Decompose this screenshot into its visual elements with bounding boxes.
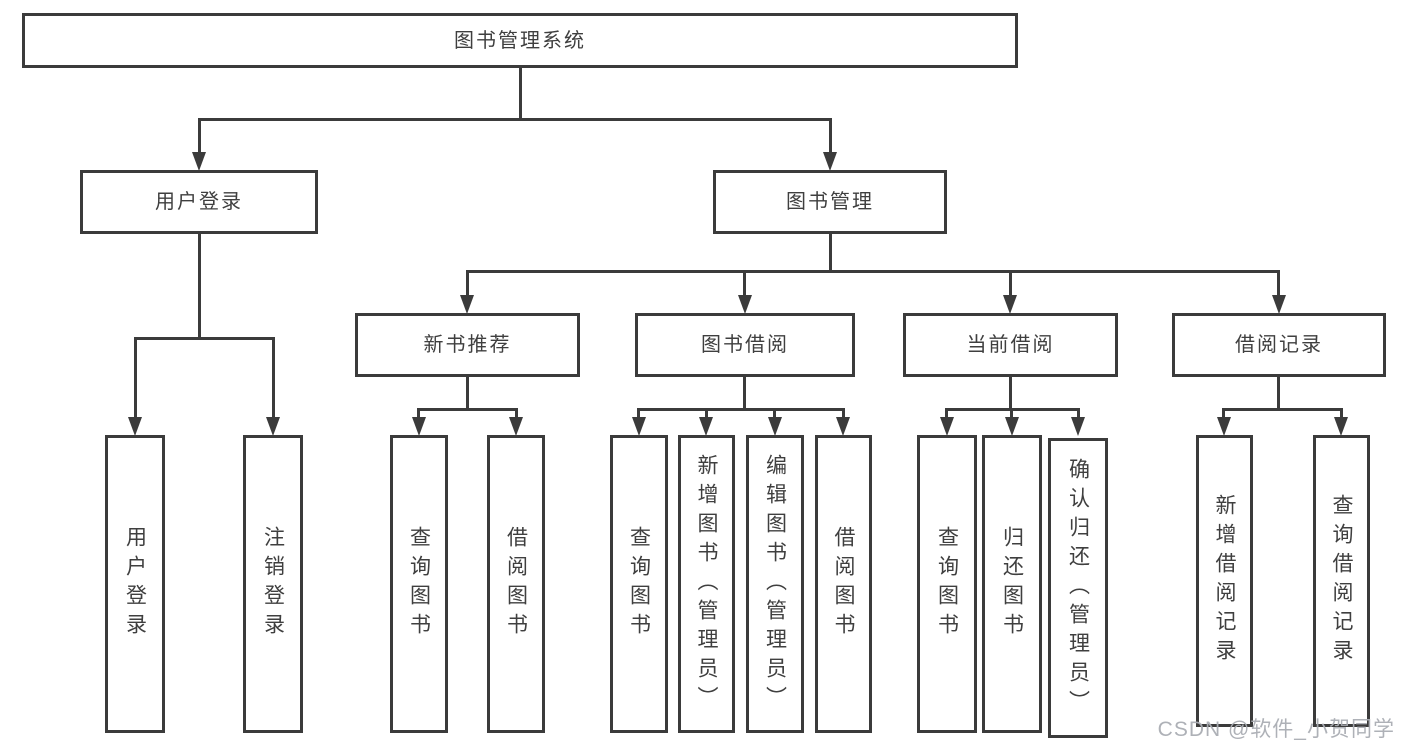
connector-line	[1277, 270, 1280, 296]
node-current-borrowing: 当前借阅	[903, 313, 1118, 377]
connector-line	[1222, 408, 1225, 419]
node-newbook-query-books: 查询图书	[390, 435, 448, 733]
connector-line	[705, 408, 708, 419]
arrow-down-icon	[509, 417, 523, 436]
node-current-query-books: 查询图书	[917, 435, 977, 733]
arrow-down-icon	[836, 417, 850, 436]
arrow-down-icon	[266, 417, 280, 436]
arrow-down-icon	[1334, 417, 1348, 436]
arrow-down-icon	[823, 152, 837, 171]
arrow-down-icon	[412, 417, 426, 436]
arrow-down-icon	[460, 295, 474, 314]
connector-line	[945, 408, 948, 419]
node-borrowing-records: 借阅记录	[1172, 313, 1386, 377]
connector-line	[198, 118, 832, 121]
node-leaf-user-login: 用户登录	[105, 435, 165, 733]
node-new-book-recommend: 新书推荐	[355, 313, 580, 377]
arrow-down-icon	[1003, 295, 1017, 314]
connector-line	[466, 270, 469, 296]
connector-line	[1010, 408, 1013, 419]
arrow-down-icon	[1005, 417, 1019, 436]
node-user-login: 用户登录	[80, 170, 318, 234]
connector-line	[1340, 408, 1343, 419]
connector-line	[637, 408, 640, 419]
connector-line	[466, 377, 469, 408]
node-library-management-system: 图书管理系统	[22, 13, 1018, 68]
connector-line	[1077, 408, 1080, 419]
connector-line	[417, 408, 420, 419]
connector-line	[829, 118, 832, 154]
connector-line	[272, 337, 275, 418]
node-current-return-books: 归还图书	[982, 435, 1042, 733]
node-borrowing-borrow-books: 借阅图书	[815, 435, 872, 733]
connector-line	[519, 67, 522, 118]
node-current-confirm-return-admin: 确认归还（管理员）	[1048, 438, 1108, 738]
arrow-down-icon	[1272, 295, 1286, 314]
connector-line	[842, 408, 845, 419]
node-borrowing-query-books: 查询图书	[610, 435, 668, 733]
connector-line	[773, 408, 776, 419]
arrow-down-icon	[1217, 417, 1231, 436]
connector-line	[134, 337, 275, 340]
node-borrowing-add-book-admin: 新增图书（管理员）	[678, 435, 735, 733]
arrow-down-icon	[768, 417, 782, 436]
arrow-down-icon	[632, 417, 646, 436]
node-records-add-borrow-record: 新增借阅记录	[1196, 435, 1253, 727]
node-leaf-logout: 注销登录	[243, 435, 303, 733]
connector-line	[743, 270, 746, 296]
arrow-down-icon	[940, 417, 954, 436]
connector-line	[198, 234, 201, 337]
node-records-query-borrow-record: 查询借阅记录	[1313, 435, 1370, 727]
arrow-down-icon	[192, 152, 206, 171]
connector-line	[637, 408, 845, 411]
connector-line	[743, 377, 746, 408]
connector-line	[134, 337, 137, 418]
connector-line	[466, 270, 1280, 273]
connector-line	[515, 408, 518, 419]
connector-line	[417, 408, 518, 411]
connector-line	[1009, 377, 1012, 408]
node-newbook-borrow-books: 借阅图书	[487, 435, 545, 733]
csdn-watermark: CSDN @软件_小贺同学	[1157, 718, 1395, 741]
node-book-borrowing: 图书借阅	[635, 313, 855, 377]
arrow-down-icon	[128, 417, 142, 436]
connector-line	[829, 234, 832, 270]
connector-line	[198, 118, 201, 154]
arrow-down-icon	[1071, 417, 1085, 436]
arrow-down-icon	[699, 417, 713, 436]
connector-line	[1222, 408, 1343, 411]
connector-line	[1277, 377, 1280, 408]
node-borrowing-edit-book-admin: 编辑图书（管理员）	[746, 435, 804, 733]
arrow-down-icon	[738, 295, 752, 314]
node-book-management: 图书管理	[713, 170, 947, 234]
connector-line	[1009, 270, 1012, 296]
